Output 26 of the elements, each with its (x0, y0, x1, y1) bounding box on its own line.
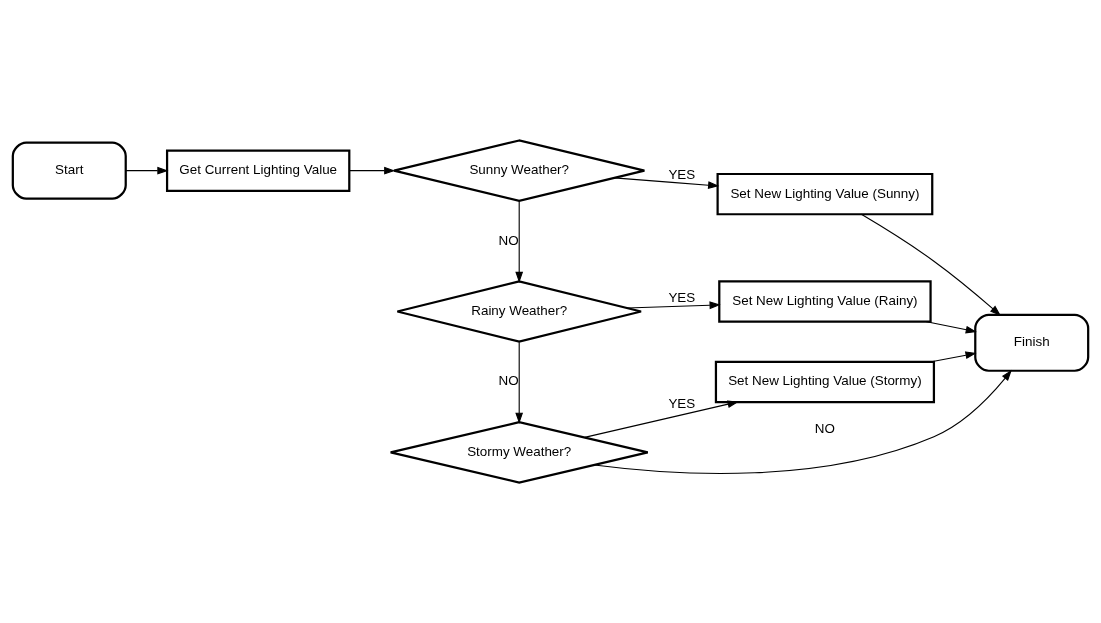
node-box: Set New Lighting Value (Rainy) (718, 280, 932, 323)
edge-label: YES (668, 167, 696, 183)
arrow (626, 301, 721, 310)
node-box: Get Current Lighting Value (165, 149, 351, 192)
arrow (584, 400, 739, 438)
edge-label: YES (668, 290, 696, 306)
arrow (348, 166, 396, 175)
arrow (925, 321, 977, 334)
arrow (860, 213, 1002, 316)
node-diamond: Rainy Weather? (396, 280, 643, 343)
arrow (125, 166, 169, 175)
arrow (930, 351, 977, 363)
arrow (613, 177, 720, 190)
node-diamond: Stormy Weather? (389, 421, 649, 484)
arrow (515, 200, 524, 283)
arrow (593, 369, 1012, 475)
edge-label: NO (498, 373, 519, 389)
edge-label: NO (814, 420, 835, 436)
arrow (515, 341, 524, 424)
node-box: Set New Lighting Value (Sunny) (716, 172, 934, 216)
edge-label: NO (498, 232, 519, 248)
node-box: Finish (974, 313, 1090, 372)
node-box: Start (11, 141, 127, 200)
node-diamond: Sunny Weather? (392, 139, 646, 202)
edge-label: YES (668, 396, 696, 412)
node-box: Set New Lighting Value (Stormy) (714, 360, 936, 404)
